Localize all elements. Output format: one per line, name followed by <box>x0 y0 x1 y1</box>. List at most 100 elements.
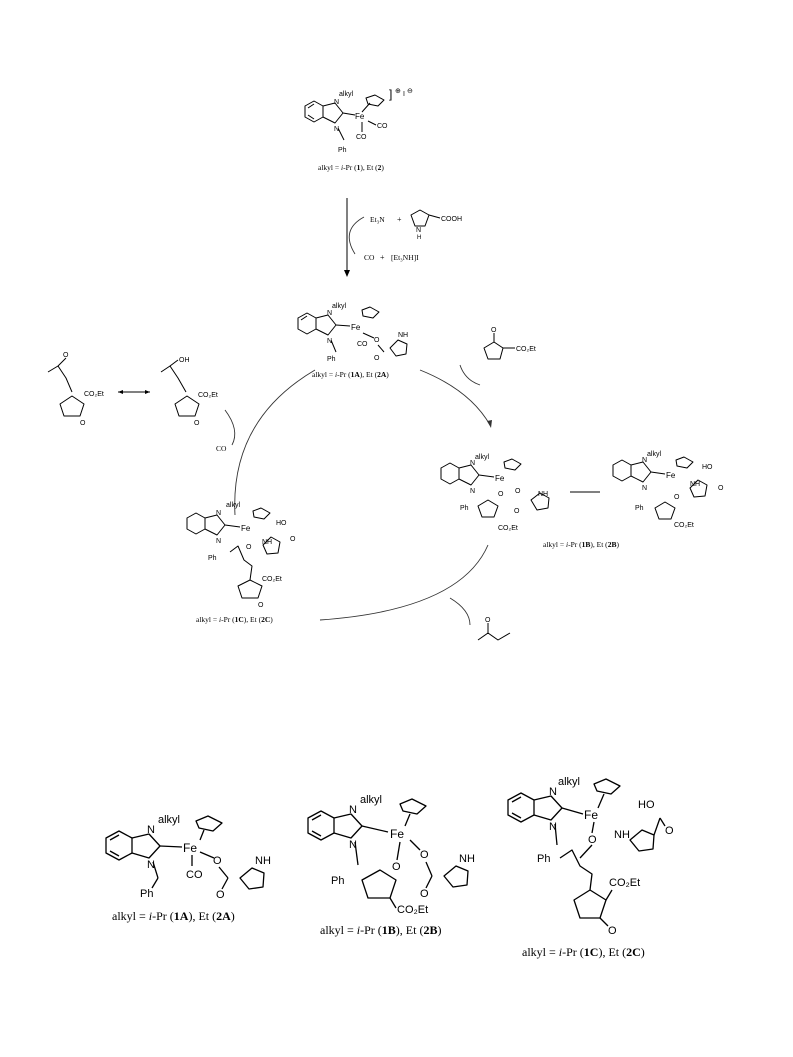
caption-1B-cycle: alkyl = i-Pr (1B), Et (2B) <box>543 540 619 549</box>
o-atom: O <box>374 355 380 362</box>
cyclopentanone-ester: O CO₂Et <box>483 327 536 360</box>
iodide: I <box>403 91 405 98</box>
complex-1B-cycle: N N alkyl Fe O O NH O Ph CO₂Et <box>440 454 550 532</box>
nh-label: NH <box>459 853 475 865</box>
ho-label: HO <box>276 520 287 527</box>
co2et-label: CO₂Et <box>609 877 640 889</box>
ph-group: Ph <box>460 505 469 512</box>
ph-group: Ph <box>208 555 217 562</box>
o-atom: O <box>515 488 521 495</box>
n-atom: N <box>642 457 647 464</box>
ph-group: Ph <box>331 875 344 887</box>
ph-group: Ph <box>338 147 347 154</box>
o-atom: O <box>514 508 520 515</box>
complex-1A-large: N N alkyl Fe O CO O NH Ph <box>105 814 271 901</box>
co2et-label: CO₂Et <box>84 391 104 398</box>
o-atom: O <box>608 925 617 937</box>
co2et-label: CO₂Et <box>674 522 694 529</box>
n-atom: N <box>327 310 332 317</box>
o-atom: O <box>718 485 724 492</box>
n-atom: N <box>470 488 475 495</box>
co-ligand: CO <box>377 123 388 130</box>
n-atom: N <box>349 804 357 816</box>
caption-1A-cycle: alkyl = i-Pr (1A), Et (2A) <box>312 370 389 379</box>
o-atom: O <box>485 617 491 624</box>
o-atom: O <box>498 491 504 498</box>
n-atom: N <box>147 859 155 871</box>
proline-ring <box>689 479 708 498</box>
co-ligand: CO <box>357 341 368 348</box>
fe-atom: Fe <box>241 524 251 533</box>
co-byproduct: CO <box>364 253 375 262</box>
fe-atom: Fe <box>666 471 676 480</box>
positive-charge: ⊕ <box>395 88 401 95</box>
activation-arrow: Et₃N + N H COOH CO + [Et₃NH]I <box>344 198 462 277</box>
n-atom: N <box>549 821 557 833</box>
alkyl-label: alkyl <box>158 814 180 826</box>
n-atom: N <box>216 510 221 517</box>
o-atom: O <box>420 849 429 861</box>
co-released: CO <box>216 444 227 453</box>
fe-atom: Fe <box>183 841 197 855</box>
caption-1A-large: alkyl = i-Pr (1A), Et (2A) <box>112 909 235 923</box>
o-atom: O <box>258 602 264 609</box>
o-atom: O <box>491 327 497 334</box>
methyl-vinyl-ketone: O <box>477 617 511 641</box>
proline-ring <box>530 492 550 511</box>
cyclopentadienyl-ring <box>365 94 385 107</box>
caption-1C-large: alkyl = i-Pr (1C), Et (2C) <box>522 945 645 959</box>
fe-atom: Fe <box>584 808 598 822</box>
o-atom: O <box>392 861 401 873</box>
complex-1A-cycle: N N alkyl Fe O CO NH O Ph <box>297 303 408 363</box>
co2et-label: CO₂Et <box>397 904 428 916</box>
plus-sign: + <box>380 253 385 262</box>
starting-complex: N N alkyl Fe CO CO Ph ] ⊕ I ⊖ <box>304 87 413 154</box>
o-atom: O <box>588 834 597 846</box>
ho-label: HO <box>638 799 655 811</box>
nh-label: N <box>416 227 421 234</box>
n-atom: N <box>216 538 221 545</box>
plus-sign: + <box>397 215 402 224</box>
catalytic-cycle <box>118 364 600 626</box>
proline-ring <box>629 829 655 852</box>
cyclopentadienyl-ring <box>675 456 694 469</box>
co-ligand: CO <box>356 134 367 141</box>
cooh-label: COOH <box>441 216 462 223</box>
alkyl-label: alkyl <box>339 91 353 98</box>
o-atom: O <box>216 889 225 901</box>
co2et-label: CO₂Et <box>198 392 218 399</box>
nh-label: NH <box>614 829 630 841</box>
proline-ring <box>410 209 430 227</box>
n-atom: N <box>470 460 475 467</box>
o-atom: O <box>213 855 222 867</box>
ho-label: HO <box>702 464 713 471</box>
cyclopentadienyl-ring <box>195 815 223 832</box>
cyclopentadienyl-ring <box>593 778 621 795</box>
fe-atom: Fe <box>351 323 361 332</box>
co2et-label: CO₂Et <box>498 525 518 532</box>
alkyl-label: alkyl <box>332 303 346 310</box>
n-atom: N <box>334 99 339 106</box>
alkyl-label: alkyl <box>558 776 580 788</box>
nh-label: NH <box>690 481 700 488</box>
proline-ring <box>239 867 265 890</box>
cyclopentadienyl-ring <box>252 507 271 520</box>
nh-label: NH <box>538 491 548 498</box>
n-atom: N <box>147 824 155 836</box>
caption-1C-cycle: alkyl = i-Pr (1C), Et (2C) <box>196 615 273 624</box>
et3nhi-byproduct: [Et₃NH]I <box>391 253 419 262</box>
complex-1C-cycle: N N alkyl Fe HO NH O O CO₂Et O Ph <box>186 502 296 609</box>
proline-ring <box>262 536 281 555</box>
bracket: ] <box>389 87 392 101</box>
cyclopentadienyl-ring <box>503 458 522 471</box>
co-ligand: CO <box>186 869 203 881</box>
ph-group: Ph <box>140 888 153 900</box>
fe-atom: Fe <box>390 827 404 841</box>
o-atom: O <box>420 888 429 900</box>
o-atom: O <box>80 420 86 427</box>
ph-group: Ph <box>327 356 336 363</box>
o-atom: O <box>290 536 296 543</box>
o-atom: O <box>674 494 680 501</box>
n-atom: N <box>549 786 557 798</box>
complex-1C-large: N N alkyl Fe HO NH O O CO₂Et O Ph <box>507 776 674 937</box>
